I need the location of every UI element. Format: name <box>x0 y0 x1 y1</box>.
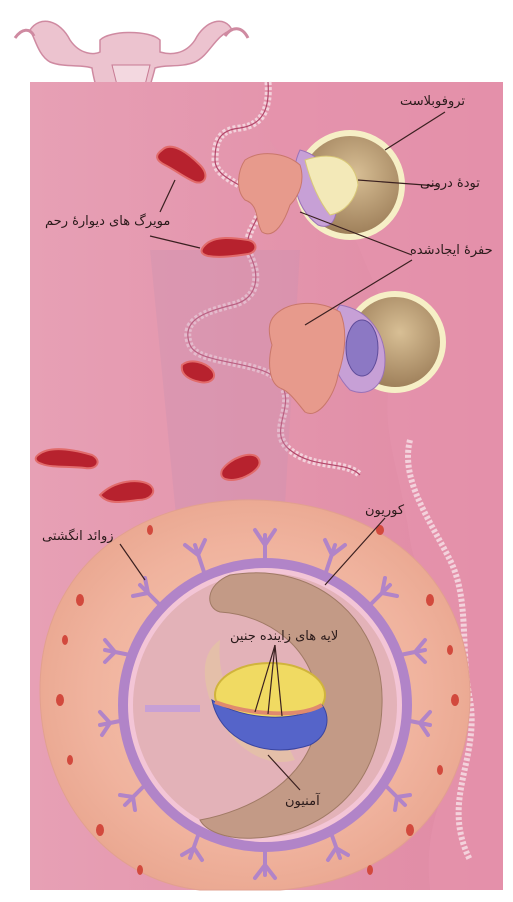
connecting-stalk <box>145 705 200 712</box>
embryo-sac <box>40 500 470 890</box>
label-capillaries: مویرگ‌ های دیوارهٔ رحم <box>45 215 170 228</box>
label-germ-layers: لایه‌ های زاینده جنین <box>230 630 338 643</box>
label-inner-mass: تودهٔ درونی <box>420 177 480 190</box>
label-trophoblast: تروفوبلاست <box>400 95 465 108</box>
label-chorion: کوریون <box>365 504 404 517</box>
label-amnion: آمنیون <box>285 795 320 808</box>
label-villi: زوائد انگشتی <box>42 530 114 543</box>
label-created-cavity: حفرهٔ ایجادشده <box>410 244 493 257</box>
